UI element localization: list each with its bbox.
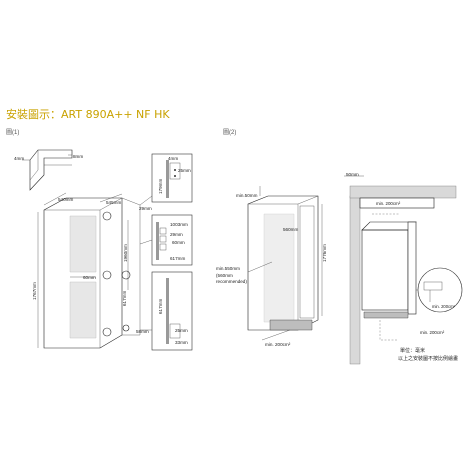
dim-min550mm: min.550mm xyxy=(216,266,240,271)
dim-60mm-left: 60mm xyxy=(83,275,96,280)
dim-617mm-inset: 617mm xyxy=(170,256,185,261)
dim-33mm: 33mm xyxy=(175,340,188,345)
dim-min200-top: min. 200cm² xyxy=(376,201,401,206)
dim-8mm: 8mm xyxy=(73,154,83,159)
dim-1003mm: 1003mm xyxy=(170,222,188,227)
figure-1-label: 圖(1) xyxy=(6,130,20,136)
dim-1767mm: 1767mm xyxy=(32,282,37,300)
dim-560mm-recommended: (560mm xyxy=(216,273,233,278)
dim-25mm-top: 25mm xyxy=(178,168,191,173)
scale-disclaimer: 以上之安裝圖不按比例繪畫 xyxy=(398,355,458,362)
dim-min200-inset: min. 200cm² xyxy=(432,304,456,309)
dim-545mm: 545mm xyxy=(106,200,121,205)
dim-617mm-left: 617mm xyxy=(122,291,127,306)
dim-50mm: 50mm xyxy=(346,172,359,177)
dim-60mm-inset: 60mm xyxy=(172,240,185,245)
dim-1776mm: 1776mm xyxy=(322,244,327,262)
figure-2-label: 圖(2) xyxy=(223,130,237,136)
fig1-inset-middle-hinge: 1003mm 29mm 60mm 617mm xyxy=(139,214,193,266)
dim-29mm: 29mm xyxy=(139,206,152,211)
unit-note: 單位：毫米 xyxy=(400,347,425,354)
fig2-section-view: 50mm min. 200cm² min. 200cm² min. 200cm² xyxy=(344,172,463,365)
dim-540mm: 540mm xyxy=(58,197,73,202)
dim-560mm: 560mm xyxy=(283,227,298,232)
fig2-cabinet-niche: min.50mm 560mm min.550mm (560mm recommen… xyxy=(216,186,327,347)
page-title: 安裝圖示：ART 890A++ NF HK xyxy=(6,108,170,121)
dim-58mm: 58mm xyxy=(136,329,149,334)
fig1-inset-bottom-hinge: 617mm 25mm 33mm xyxy=(140,271,193,351)
dim-min50mm: min.50mm xyxy=(236,193,258,198)
fig1-door-edge-detail: 4mm 8mm xyxy=(14,149,83,191)
dim-4mm-top: 4mm xyxy=(14,156,24,161)
dim-179mm: 179mm xyxy=(158,179,163,194)
dim-25mm-bottom: 25mm xyxy=(175,328,188,333)
dim-min200-left: min. 200cm² xyxy=(265,342,291,347)
dim-min200-bottom: min. 200cm² xyxy=(420,330,445,335)
fig1-inset-top-hinge: 4mm 25mm 179mm xyxy=(139,153,193,206)
dim-29mm-inset: 29mm xyxy=(170,232,183,237)
fig1-cabinet: 540mm 545mm 1767mm 1960mm 29mm 60mm 617m… xyxy=(32,192,152,349)
dim-1960mm: 1960mm xyxy=(123,244,128,262)
dim-4mm-inset: 4mm xyxy=(168,156,178,161)
dim-617mm-bottom: 617mm xyxy=(158,299,163,314)
dim-recommended-note: recommended) xyxy=(216,279,247,284)
